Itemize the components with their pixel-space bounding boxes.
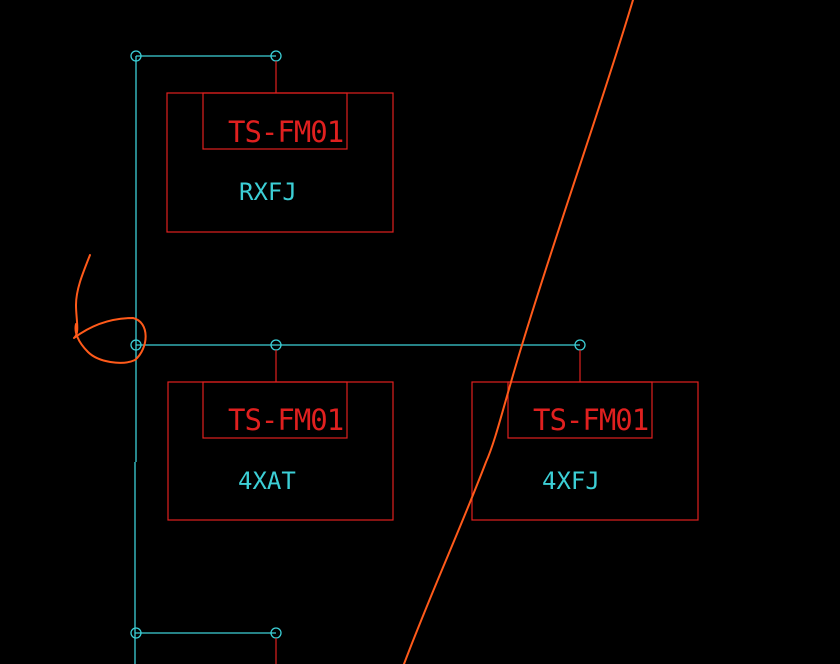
device-code-label: TS-FM01 [533,403,648,437]
circle-node-icon[interactable] [130,627,142,639]
device-block-rxfj[interactable]: TS-FM01 RXFJ [166,61,394,233]
device-code-label: TS-FM01 [228,403,343,437]
device-code-box [507,381,653,439]
device-code-label: TS-FM01 [228,115,343,149]
device-code-box [202,381,348,439]
redline-markup [73,0,634,664]
device-outer-box [166,92,394,233]
redline-circle-mark [73,254,147,364]
circle-node-icon[interactable] [130,50,142,62]
circle-node-icon[interactable] [130,339,142,351]
bus-wiring [134,55,580,664]
device-block-4xat[interactable]: TS-FM01 4XAT [167,350,394,521]
device-name-label: RXFJ [239,178,297,206]
redline-diagonal-stroke [403,0,634,664]
device-name-label: 4XFJ [542,467,600,495]
device-name-label: 4XAT [238,467,296,495]
device-block-4xfj[interactable]: TS-FM01 4XFJ [471,350,699,521]
device-code-box [202,92,348,150]
